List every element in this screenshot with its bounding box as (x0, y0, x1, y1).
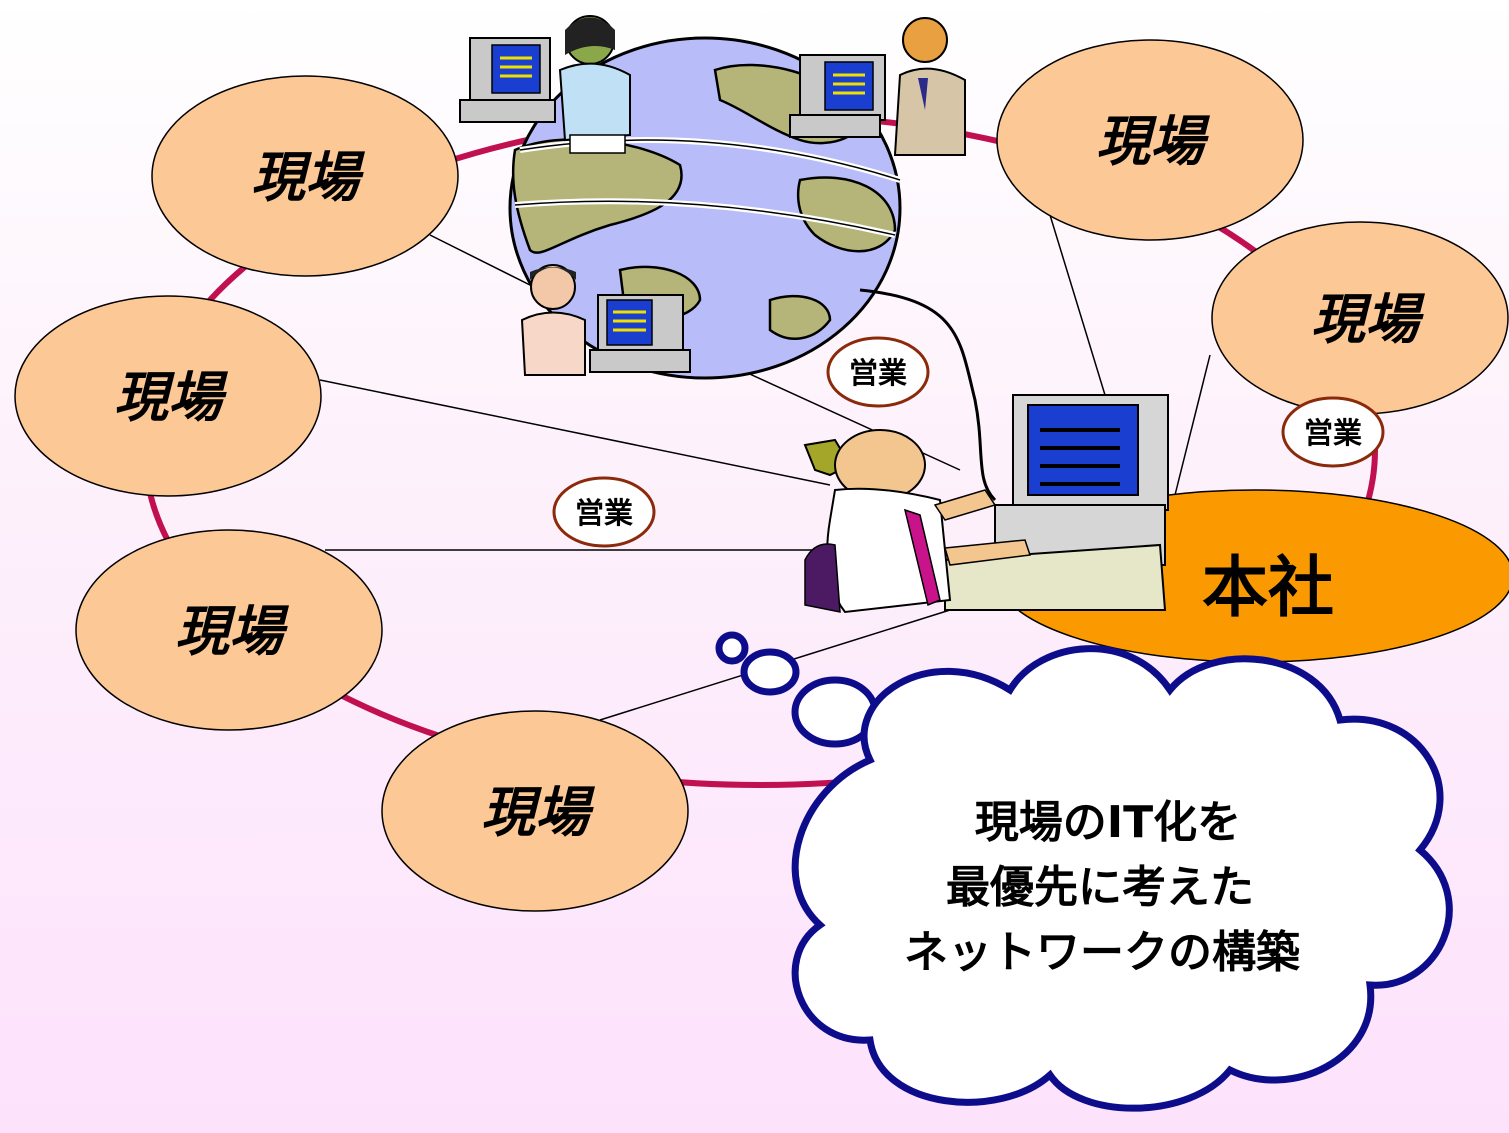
businessman-illustration (803, 429, 1032, 614)
site-node-4: 現場 (381, 710, 689, 912)
site-node-2: 現場 (14, 295, 322, 497)
site-label: 現場 (175, 600, 290, 663)
thought-bubble: 現場のIT化を 最優先に考えた ネットワークの構築 (715, 631, 1453, 1112)
person-woman-top (558, 15, 631, 154)
bubble-line-1: 現場のIT化を (975, 797, 1241, 848)
site-label: 現場 (114, 366, 229, 429)
sales-badge-2: 営業 (1281, 396, 1385, 468)
sales-badge-3: 営業 (552, 476, 656, 548)
sales-label: 営業 (849, 356, 907, 390)
person-woman-bottom (520, 264, 586, 376)
bubble-line-2: 最優先に考えた (946, 862, 1254, 913)
headquarters-label: 本社 (1202, 549, 1334, 626)
sales-badge-1: 営業 (826, 336, 930, 408)
site-node-6: 現場 (1211, 221, 1509, 415)
site-node-1: 現場 (151, 75, 459, 277)
site-label: 現場 (1311, 288, 1426, 351)
workstation-bottom (589, 294, 691, 373)
person-man-top-right (893, 17, 966, 156)
sales-label: 営業 (575, 496, 633, 530)
site-label: 現場 (1096, 110, 1211, 173)
main-computer (944, 394, 1169, 611)
workstation-top-left (459, 37, 556, 123)
site-node-5: 現場 (996, 39, 1304, 241)
site-node-3: 現場 (75, 529, 383, 731)
network-cable (859, 288, 997, 502)
workstation-top-right (789, 54, 886, 138)
bubble-line-3: ネットワークの構築 (904, 927, 1301, 978)
sales-label: 営業 (1304, 416, 1362, 450)
site-label: 現場 (481, 781, 596, 844)
site-label: 現場 (251, 146, 366, 209)
